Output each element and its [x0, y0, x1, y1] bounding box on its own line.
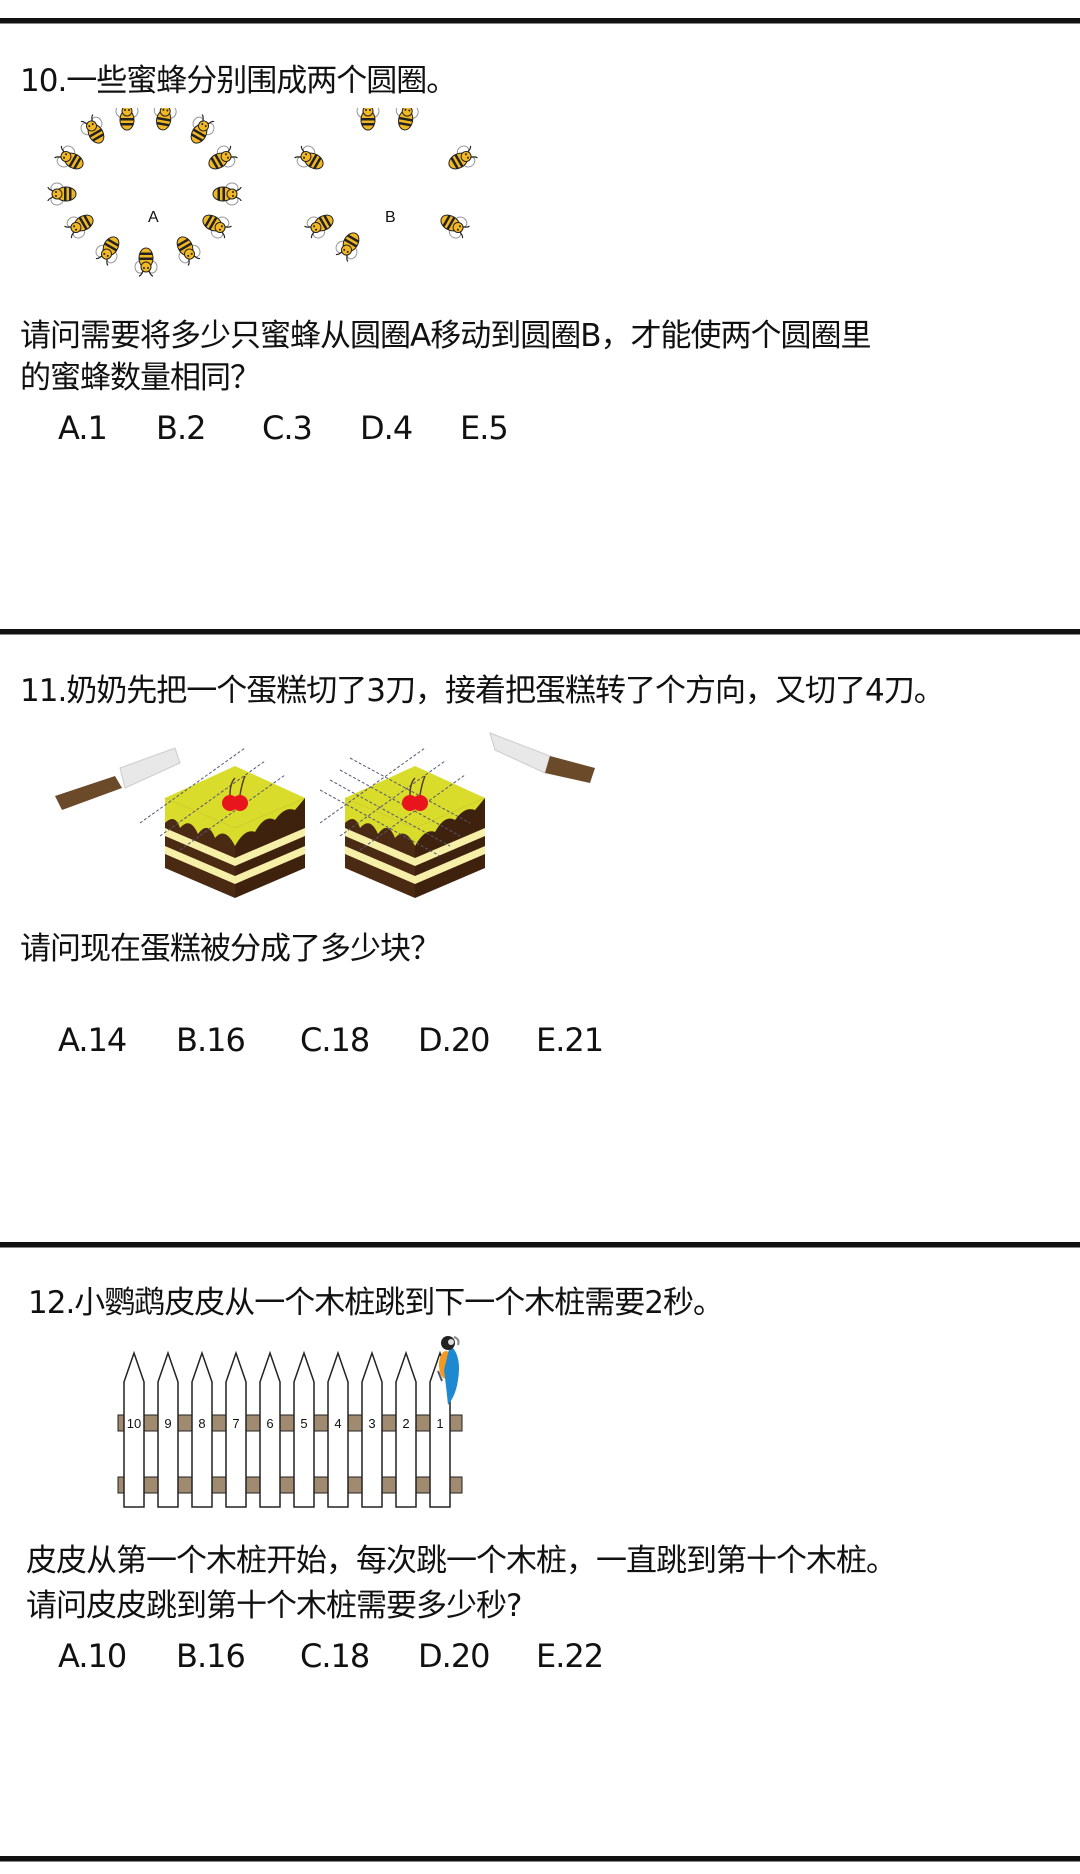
question-10-line-1: 请问需要将多少只蜜蜂从圆圈A移动到圆圈B，才能使两个圆圈里	[20, 318, 871, 354]
option-b[interactable]: B.16	[176, 1637, 246, 1675]
cake-cuts-figure	[55, 732, 595, 898]
bee-circle-a	[47, 108, 242, 277]
question-11-title: 11.奶奶先把一个蛋糕切了3刀，接着把蛋糕转了个方向，又切了4刀。	[20, 673, 945, 709]
section-divider-bottom	[0, 1856, 1080, 1861]
question-11-options: A.14 B.16 C.18 D.20 E.21	[58, 1020, 616, 1060]
question-10-options: A.1 B.2 C.3 D.4 E.5	[58, 408, 540, 448]
option-d[interactable]: D.4	[360, 409, 413, 447]
post-label-8: 8	[198, 1416, 205, 1431]
cake-2	[319, 747, 485, 898]
circle-b-label: B	[385, 209, 396, 226]
fence-posts-figure: 10 9 8 7 6 5 4 3 2 1	[117, 1336, 463, 1508]
post-label-10: 10	[127, 1416, 141, 1431]
question-10-line-2: 的蜜蜂数量相同？	[20, 360, 261, 396]
option-c[interactable]: C.18	[300, 1637, 370, 1675]
post-label-9: 9	[164, 1416, 171, 1431]
option-a[interactable]: A.14	[58, 1021, 127, 1059]
option-e[interactable]: E.21	[536, 1021, 604, 1059]
option-d[interactable]: D.20	[418, 1021, 491, 1059]
circle-a-label: A	[148, 209, 159, 226]
post-label-6: 6	[266, 1416, 273, 1431]
option-a[interactable]: A.1	[58, 409, 108, 447]
fence-posts	[123, 1350, 451, 1508]
bee-circles-figure: A B	[47, 108, 480, 277]
post-label-3: 3	[368, 1416, 375, 1431]
option-e[interactable]: E.22	[536, 1637, 604, 1675]
knife-right-icon	[489, 732, 595, 783]
post-label-5: 5	[300, 1416, 307, 1431]
option-a[interactable]: A.10	[58, 1637, 127, 1675]
parrot-icon	[437, 1336, 460, 1405]
knife-left-icon	[55, 747, 181, 810]
question-12-options: A.10 B.16 C.18 D.20 E.22	[58, 1636, 616, 1676]
post-label-1: 1	[436, 1416, 443, 1431]
post-label-2: 2	[402, 1416, 409, 1431]
option-c[interactable]: C.3	[262, 409, 313, 447]
question-12-title: 12.小鹦鹉皮皮从一个木桩跳到下一个木桩需要2秒。	[28, 1285, 724, 1321]
option-c[interactable]: C.18	[300, 1021, 370, 1059]
option-b[interactable]: B.2	[156, 409, 206, 447]
post-label-4: 4	[334, 1416, 341, 1431]
section-divider	[0, 1242, 1080, 1247]
option-b[interactable]: B.16	[176, 1021, 246, 1059]
bee-circle-b	[292, 108, 480, 264]
option-e[interactable]: E.5	[460, 409, 509, 447]
question-10-title: 10.一些蜜蜂分别围成两个圆圈。	[20, 63, 457, 99]
section-divider-top	[0, 18, 1080, 23]
question-11-line-1: 请问现在蛋糕被分成了多少块？	[20, 931, 441, 967]
question-12-line-1: 皮皮从第一个木桩开始，每次跳一个木桩，一直跳到第十个木桩。	[26, 1543, 897, 1579]
option-d[interactable]: D.20	[418, 1637, 491, 1675]
question-12-line-2: 请问皮皮跳到第十个木桩需要多少秒?	[26, 1588, 522, 1624]
section-divider	[0, 629, 1080, 634]
post-label-7: 7	[232, 1416, 239, 1431]
cake-1	[139, 747, 305, 898]
